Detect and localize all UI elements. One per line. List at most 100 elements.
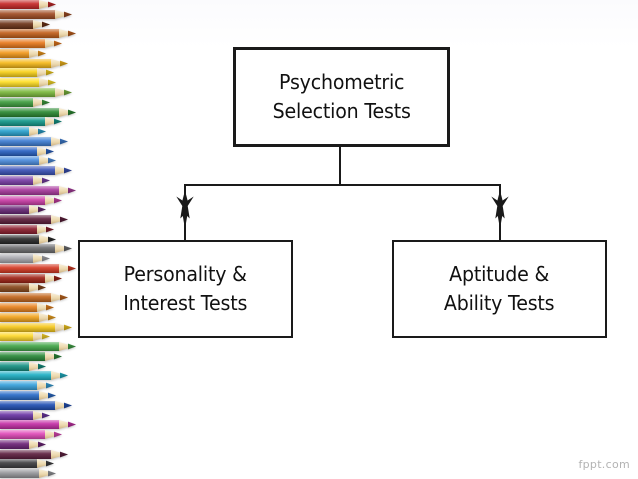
- pencil-lead-point: [60, 138, 68, 145]
- pencil-lead-point: [54, 431, 62, 438]
- colored-pencil: [0, 371, 76, 381]
- colored-pencil: [0, 235, 64, 245]
- pencil-lead-point: [54, 353, 62, 360]
- pencil-wood-tip: [37, 459, 53, 468]
- colored-pencil: [0, 450, 76, 460]
- pencil-wood-tip: [29, 362, 45, 371]
- pencil-lead-point: [38, 206, 46, 213]
- colored-pencil: [0, 78, 64, 88]
- pencil-lead-point: [46, 148, 54, 155]
- pencil-wood-tip: [39, 391, 55, 400]
- pencil-lead-point: [46, 382, 54, 389]
- pencil-wood-tip: [55, 88, 71, 97]
- pencil-wood-tip: [37, 225, 53, 234]
- pencil-lead-point: [60, 216, 68, 223]
- colored-pencil: [0, 440, 54, 450]
- pencil-lead-point: [60, 60, 68, 67]
- pencil-lead-point: [48, 470, 56, 477]
- pencil-wood-tip: [55, 401, 71, 410]
- colored-pencil: [0, 244, 80, 254]
- colored-pencil: [0, 215, 76, 225]
- pencil-lead-point: [48, 79, 56, 86]
- node-label: Personality & Interest Tests: [123, 262, 248, 315]
- colored-pencil: [0, 88, 80, 98]
- colored-pencil: [0, 49, 54, 59]
- pencil-wood-tip: [29, 49, 45, 58]
- pencil-lead-point: [54, 118, 62, 125]
- connector-root-stem: [339, 146, 341, 186]
- pencil-wood-tip: [37, 147, 53, 156]
- pencil-wood-tip: [29, 127, 45, 136]
- pencil-lead-point: [68, 30, 76, 37]
- pencil-lead-point: [42, 333, 50, 340]
- pencil-wood-tip: [51, 293, 67, 302]
- pencil-lead-point: [38, 50, 46, 57]
- pencil-lead-point: [46, 226, 54, 233]
- pencil-wood-tip: [59, 29, 75, 38]
- colored-pencil: [0, 342, 84, 352]
- colored-pencil: [0, 313, 64, 323]
- colored-pencil: [0, 68, 62, 78]
- pencil-wood-tip: [51, 59, 67, 68]
- pencil-wood-tip: [51, 371, 67, 380]
- pencil-wood-tip: [45, 430, 61, 439]
- pencil-lead-point: [64, 324, 72, 331]
- colored-pencil: [0, 186, 84, 196]
- pencil-wood-tip: [37, 68, 53, 77]
- pencil-lead-point: [42, 412, 50, 419]
- pencil-lead-point: [46, 304, 54, 311]
- pencil-wood-tip: [33, 411, 49, 420]
- pencil-wood-tip: [39, 313, 55, 322]
- colored-pencil: [0, 108, 84, 118]
- pencil-wood-tip: [55, 10, 71, 19]
- colored-pencil: [0, 127, 54, 137]
- colored-pencil: [0, 20, 58, 30]
- pencil-wood-tip: [45, 39, 61, 48]
- pencil-lead-point: [38, 128, 46, 135]
- pencil-lead-point: [42, 99, 50, 106]
- pencil-wood-tip: [39, 469, 55, 478]
- colored-pencil: [0, 0, 64, 10]
- pencil-lead-point: [54, 275, 62, 282]
- pencil-lead-point: [48, 1, 56, 8]
- colored-pencil: [0, 381, 62, 391]
- colored-pencil: [0, 391, 64, 401]
- pencil-wood-tip: [59, 264, 75, 273]
- pencil-wood-tip: [45, 117, 61, 126]
- arrow-down-icon: [176, 190, 194, 229]
- pencil-lead-point: [42, 21, 50, 28]
- colored-pencil: [0, 352, 70, 362]
- pencil-lead-point: [42, 255, 50, 262]
- colored-pencil: [0, 420, 84, 430]
- colored-pencil: [0, 293, 76, 303]
- watermark: fppt.com: [578, 458, 630, 471]
- pencil-lead-point: [64, 402, 72, 409]
- pencil-lead-point: [60, 294, 68, 301]
- colored-pencil: [0, 274, 70, 284]
- pencil-wood-tip: [39, 156, 55, 165]
- pencil-wood-tip: [51, 137, 67, 146]
- pencil-lead-point: [64, 245, 72, 252]
- colored-pencil: [0, 254, 58, 264]
- pencil-lead-point: [48, 157, 56, 164]
- pencil-wood-tip: [37, 381, 53, 390]
- pencil-wood-tip: [29, 283, 45, 292]
- pencil-lead-point: [54, 40, 62, 47]
- colored-pencil: [0, 10, 80, 20]
- colored-pencil: [0, 225, 62, 235]
- node-label: Psychometric Selection Tests: [272, 70, 411, 123]
- colored-pencil: [0, 283, 54, 293]
- colored-pencil: [0, 459, 62, 469]
- pencil-wood-tip: [45, 352, 61, 361]
- pencil-lead-point: [60, 451, 68, 458]
- pencil-lead-point: [54, 197, 62, 204]
- pencil-lead-point: [64, 89, 72, 96]
- colored-pencil: [0, 362, 54, 372]
- pencil-wood-tip: [33, 20, 49, 29]
- pencil-wood-tip: [59, 420, 75, 429]
- connector-horizontal: [184, 184, 501, 186]
- colored-pencil: [0, 196, 70, 206]
- pencil-lead-point: [46, 69, 54, 76]
- pencil-lead-point: [68, 265, 76, 272]
- pencil-lead-point: [68, 109, 76, 116]
